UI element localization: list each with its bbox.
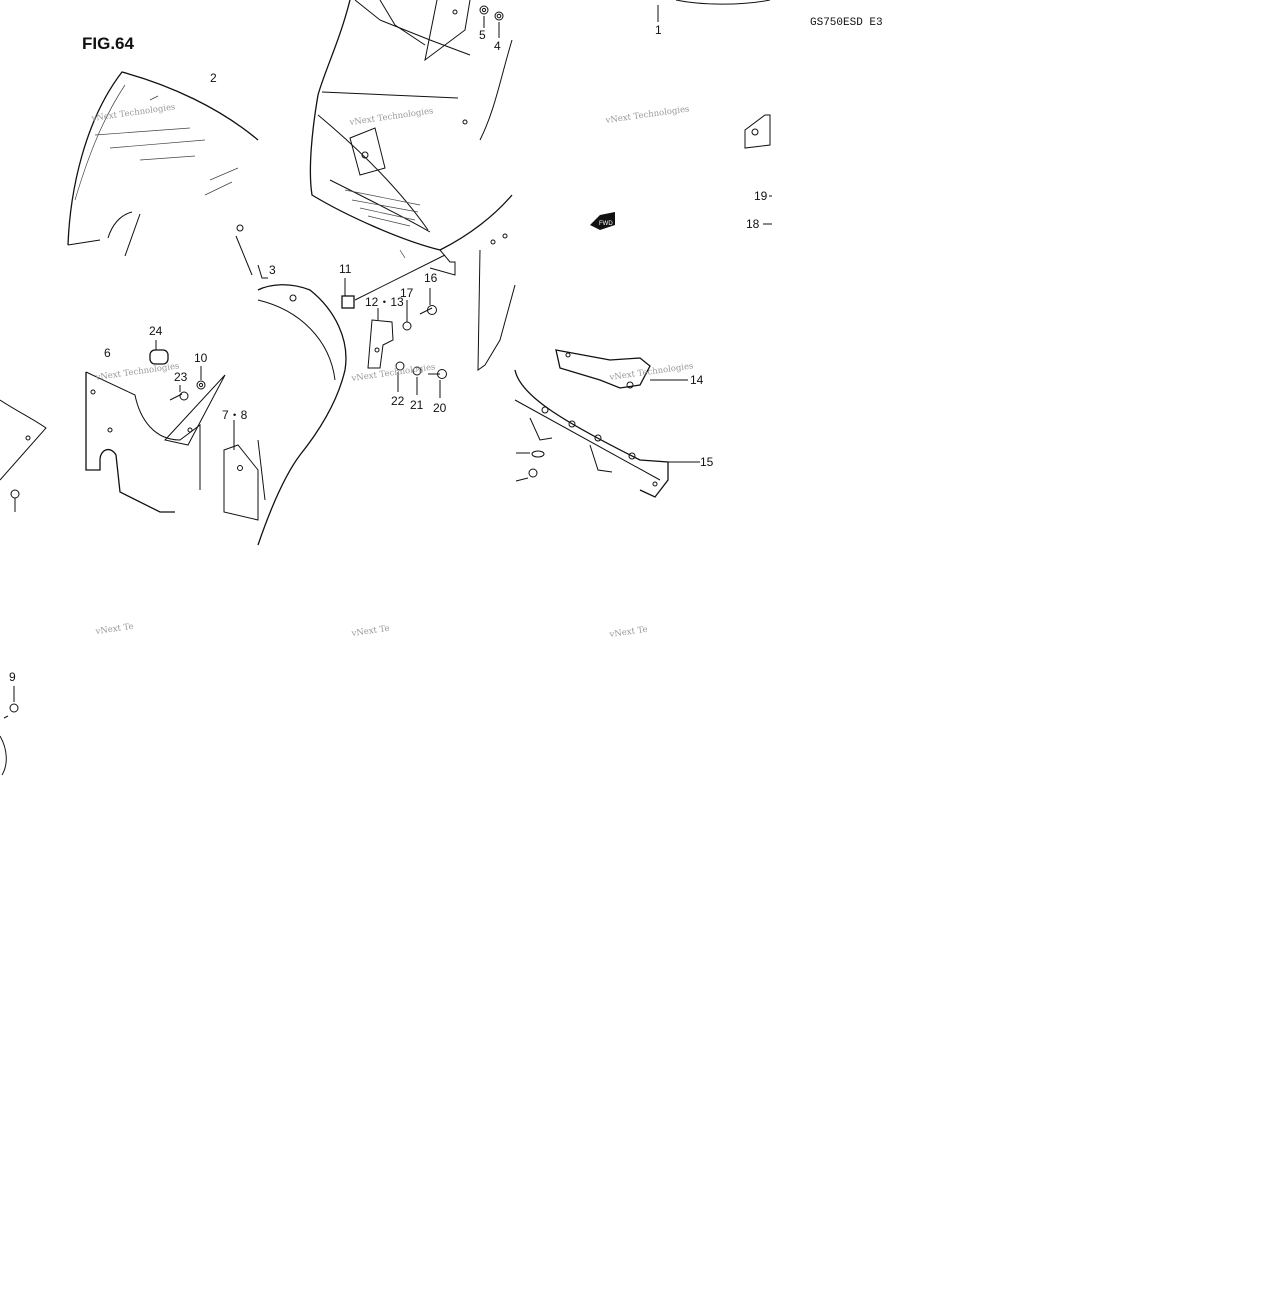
callout-21: 21 [410, 398, 424, 412]
watermark: vNext Technologies [350, 362, 436, 384]
part-1-drawing [657, 0, 771, 149]
callout-14: 14 [690, 373, 704, 387]
watermark: vNext Technologies [94, 361, 180, 383]
left-fragments [0, 399, 47, 776]
callout-3: 3 [269, 263, 276, 277]
watermark: vNext Technologies [90, 102, 176, 124]
callout-10: 10 [194, 351, 208, 365]
callout-20: 20 [433, 401, 447, 415]
model-code: GS750ESD E3 [810, 17, 883, 29]
callout-16: 16 [424, 271, 438, 285]
callout-4: 4 [494, 39, 501, 53]
figure-label: FIG.64 [82, 34, 134, 53]
callout-2: 2 [210, 71, 217, 85]
watermark: vNext Technologies [348, 106, 434, 128]
watermark: vNext Te [608, 625, 648, 640]
callout-6: 6 [104, 346, 111, 360]
callout-17: 17 [400, 286, 414, 300]
hardware-10-23-24 [149, 340, 206, 401]
callout-15: 15 [700, 455, 714, 469]
callout-18: 18 [746, 217, 760, 231]
hardware-center [341, 254, 447, 398]
fasteners-4-5 [479, 5, 504, 38]
watermark: vNext Technologies [604, 104, 690, 126]
bracket-7-8-drawing [223, 420, 259, 521]
watermark: vNext Te [350, 624, 390, 639]
bracket-14-15-drawing [514, 349, 700, 498]
right-side-piece [477, 233, 516, 371]
callout-22: 22 [391, 394, 405, 408]
callout-5: 5 [479, 28, 486, 42]
fwd-arrow-icon: FWD [590, 212, 615, 230]
windscreen-drawing [67, 71, 268, 279]
upper-cowling-drawing [309, 0, 513, 276]
svg-text:FWD: FWD [599, 221, 613, 227]
side-cowl-drawing [257, 284, 347, 546]
inner-panel-drawing [85, 371, 226, 513]
callout-12-13: 12・13 [365, 295, 404, 309]
watermark: vNext Te [94, 622, 134, 637]
callout-9: 9 [9, 670, 16, 684]
callout-24: 24 [149, 324, 163, 338]
callout-11: 11 [339, 262, 352, 276]
callout-23: 23 [174, 370, 188, 384]
callout-19: 19 [754, 189, 768, 203]
callout-7-8: 7・8 [222, 408, 248, 422]
callout-1: 1 [655, 23, 662, 37]
